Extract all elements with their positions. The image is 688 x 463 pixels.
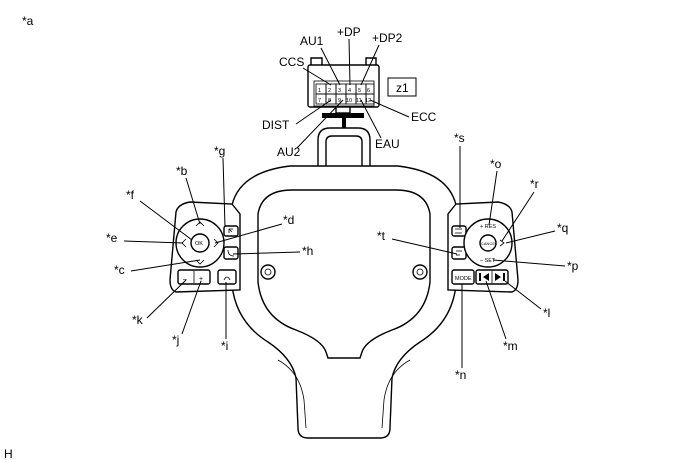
callout-d: *d (283, 213, 294, 227)
distance-icon (456, 250, 462, 256)
callout-c: *c (114, 263, 125, 277)
leader-h (232, 251, 301, 255)
callout-b: *b (176, 164, 188, 178)
pin-11: 11 (356, 98, 362, 104)
pin-1: 1 (318, 88, 321, 94)
callout-q: *q (557, 221, 568, 235)
cancel-label: CANCEL (481, 241, 498, 246)
volume-minus-mark: – (183, 276, 187, 283)
leader-o (488, 170, 498, 226)
ok-label: OK (195, 241, 203, 247)
lane-assist-button[interactable] (451, 225, 467, 237)
leader-l (504, 280, 542, 310)
pin-12: 12 (365, 98, 371, 104)
callout-e: *e (106, 231, 118, 245)
leader-g (222, 157, 226, 228)
mode-button[interactable] (451, 269, 475, 285)
seek-back-icon (479, 273, 489, 281)
leader-q (505, 230, 556, 244)
leader-ccs (302, 67, 332, 86)
cruise-main-icon (499, 239, 505, 247)
callout-s: *s (454, 131, 465, 145)
callout-l: *l (543, 306, 550, 320)
right-switch-assembly: CANCEL + RES – SET MODE (447, 201, 519, 293)
callout-t: *t (377, 229, 386, 243)
pin-6: 6 (367, 88, 370, 94)
terminal-au1: AU1 (300, 34, 324, 48)
connector-label: z1 (396, 81, 409, 95)
terminal-ccs: CCS (279, 55, 304, 69)
seek-forward-icon (495, 273, 505, 281)
pin-2: 2 (328, 88, 331, 94)
connector: 1 2 3 4 5 6 7 8 9 10 11 12 (307, 57, 380, 128)
pin-3: 3 (338, 88, 341, 94)
volume-plus-mark: + (199, 276, 203, 283)
pin-7: 7 (318, 98, 321, 104)
leader-m (485, 280, 507, 340)
back-icon (228, 228, 233, 233)
res-label: + RES (480, 224, 496, 230)
pin-5: 5 (358, 88, 361, 94)
phone-button[interactable] (223, 246, 239, 260)
lane-assist-icon (455, 228, 462, 234)
callout-o: *o (490, 157, 502, 171)
terminal-au2: AU2 (277, 145, 301, 159)
cancel-button[interactable] (479, 234, 497, 252)
left-bolt-hole (260, 264, 276, 280)
leader-au2 (296, 99, 344, 149)
callout-m: *m (503, 339, 518, 353)
callout-h: *h (302, 244, 313, 258)
terminal-dist: DIST (262, 118, 290, 132)
set-label: – SET (480, 258, 496, 264)
callout-f: *f (126, 188, 135, 202)
leader-dp (348, 38, 351, 86)
right-bolt-hole (412, 264, 428, 280)
footer-code: H (4, 447, 13, 461)
figure-label: *a (22, 14, 34, 28)
pin-10: 10 (346, 98, 352, 104)
steering-wheel (231, 165, 457, 439)
connector-label-box (387, 77, 417, 97)
leader-dist (295, 99, 332, 125)
callout-g: *g (214, 144, 225, 158)
leader-k (146, 279, 187, 319)
connector-pins: 1 2 3 4 5 6 7 8 9 10 11 12 (315, 83, 375, 105)
mode-label: MODE (455, 276, 472, 282)
left-switch-assembly: OK – + (169, 201, 241, 293)
leader-r (501, 191, 535, 242)
down-arrow-icon (195, 259, 205, 265)
callout-i: *i (221, 339, 228, 353)
callout-k: *k (132, 313, 144, 327)
leader-j (181, 280, 202, 335)
voice-icon (223, 276, 231, 281)
leader-eau (360, 99, 382, 139)
terminal-eau: EAU (375, 137, 400, 151)
terminal-dp: +DP (337, 25, 361, 39)
terminal-ecc: ECC (411, 110, 437, 124)
leader-ecc (369, 99, 410, 118)
callout-j: *j (172, 333, 179, 347)
callout-p: *p (567, 259, 579, 273)
leader-p (492, 259, 566, 267)
up-arrow-icon (195, 221, 205, 227)
callout-r: *r (530, 177, 539, 191)
pin-9: 9 (338, 98, 341, 104)
phone-icon (227, 249, 235, 257)
leader-b (185, 177, 201, 225)
callout-n: *n (455, 368, 466, 382)
right-arrow-icon (213, 238, 219, 248)
ok-button[interactable] (190, 233, 210, 253)
leader-au1 (320, 47, 341, 86)
leader-e (123, 240, 184, 244)
leader-c (130, 259, 201, 272)
pin-4: 4 (348, 88, 351, 94)
leader-d (214, 223, 283, 244)
terminal-dp2: +DP2 (372, 31, 403, 45)
leader-t (391, 238, 458, 255)
leader-dp2 (360, 44, 380, 86)
leader-f (139, 200, 193, 241)
